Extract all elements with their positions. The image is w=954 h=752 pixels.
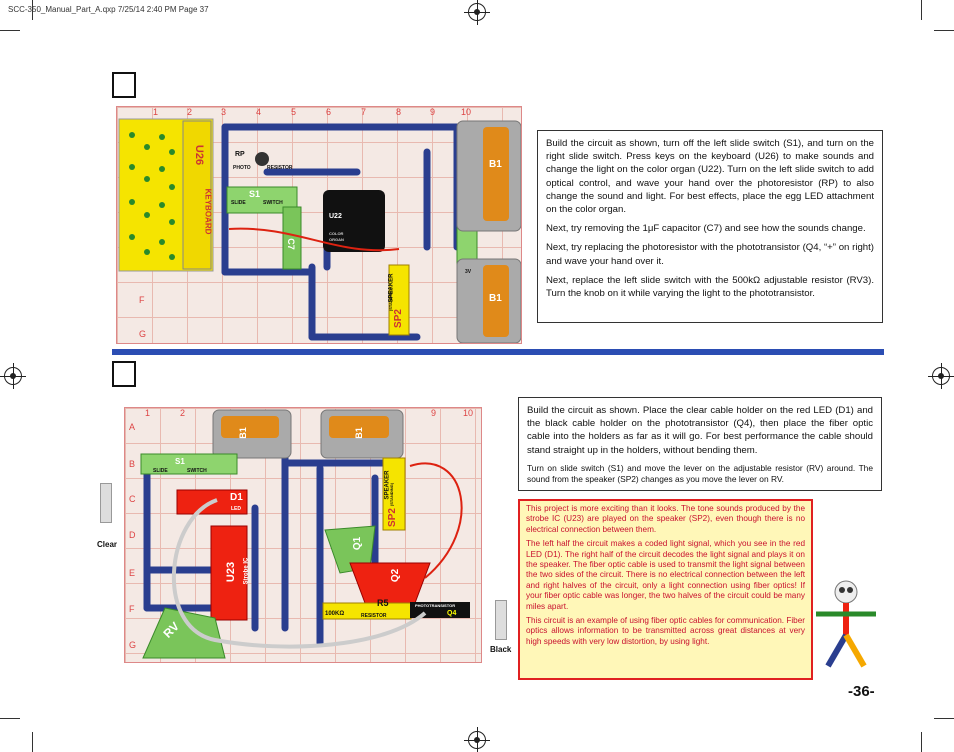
row-label: A	[129, 422, 136, 432]
circuit-board-top: 1 2 3 4 5 6 7 8 9 10 F G	[116, 106, 522, 344]
instructions-bottom: Build the circuit as shown. Place the cl…	[518, 397, 882, 491]
u26-label: U26	[193, 144, 206, 166]
standing-label: (STANDING)	[388, 287, 394, 312]
black-holder-label: Black	[490, 645, 512, 654]
slide-label: SLIDE	[231, 200, 246, 206]
instruction-paragraph: Next, try replacing the photoresistor wi…	[546, 242, 874, 267]
q1-label: Q1	[352, 536, 364, 551]
info-paragraph: The left half the circuit makes a coded …	[526, 539, 805, 611]
crop-mark	[32, 732, 33, 752]
u23-label: U23	[225, 561, 238, 583]
row-label: E	[129, 568, 136, 578]
resistor-label: RESISTOR	[361, 613, 387, 619]
registration-mark-icon	[928, 363, 954, 389]
rp-label: RP	[235, 151, 245, 158]
s1-label: S1	[175, 457, 185, 466]
q2-label: Q2	[390, 568, 402, 583]
section-divider	[112, 349, 884, 355]
circuit-diagram-bottom	[140, 409, 470, 659]
battery-label: B1	[237, 427, 248, 439]
battery-label: B1	[489, 293, 502, 304]
crop-mark	[921, 732, 922, 752]
battery-label: B1	[353, 427, 364, 439]
col-label: 5	[291, 107, 297, 117]
instruction-paragraph: Turn on slide switch (S1) and move the l…	[527, 462, 873, 484]
col-label: 10	[461, 107, 472, 117]
row-label: C	[129, 494, 136, 504]
clear-cable-holder	[100, 483, 112, 523]
info-box: This project is more exciting than it lo…	[518, 499, 813, 680]
circuit-board-bottom: 1 2 9 10 A B C D E F G	[124, 407, 482, 663]
ohm-label: 100KΩ	[325, 611, 345, 617]
registration-mark-icon	[464, 727, 490, 752]
sp2-label: SP2	[392, 309, 404, 328]
s1-label: S1	[249, 189, 261, 199]
col-label: 6	[326, 107, 332, 117]
registration-mark-icon	[464, 0, 490, 25]
row-label: G	[129, 640, 137, 650]
d1-label: D1	[230, 492, 243, 503]
color-label: COLOR	[329, 231, 344, 236]
slide-label: SLIDE	[153, 468, 168, 474]
photo-label: PHOTO	[233, 165, 251, 171]
col-label: 8	[396, 107, 402, 117]
keyboard-label: KEYBOARD	[203, 188, 213, 235]
instructions-top: Build the circuit as shown, turn off the…	[537, 130, 883, 323]
col-label: 4	[256, 107, 262, 117]
instruction-paragraph: Next, try removing the 1μF capacitor (C7…	[546, 223, 866, 235]
registration-mark-icon	[0, 363, 26, 389]
col-label: 2	[187, 107, 193, 117]
circuit-diagram-top	[118, 118, 521, 343]
c7-label: C7	[285, 238, 296, 250]
phototransistor-label: PHOTOTRANSISTOR	[415, 603, 456, 608]
crop-mark	[0, 30, 20, 31]
u22-label: U22	[329, 213, 342, 220]
clear-holder-label: Clear	[97, 540, 118, 549]
col-label: 9	[430, 107, 436, 117]
row-label: D	[129, 530, 136, 540]
led-label: LED	[231, 506, 241, 512]
battery-label: B1	[489, 159, 502, 170]
instruction-paragraph: Build the circuit as shown, turn off the…	[546, 138, 874, 216]
switch-label: SWITCH	[187, 468, 207, 474]
col-label: 2	[180, 408, 186, 418]
organ-label: ORGAN	[329, 237, 344, 242]
info-paragraph: This project is more exciting than it lo…	[526, 504, 805, 534]
crop-mark	[32, 0, 33, 20]
page-number: -36-	[848, 683, 875, 700]
col-label: 9	[431, 408, 437, 418]
col-label: 1	[145, 408, 151, 418]
col-label: 1	[153, 107, 159, 117]
row-label: F	[129, 604, 135, 614]
instruction-paragraph: Build the circuit as shown. Place the cl…	[527, 405, 873, 456]
file-info-header: SCC-350_Manual_Part_A.qxp 7/25/14 2:40 P…	[8, 5, 209, 14]
crop-mark	[0, 718, 20, 719]
voltage-label: 3V	[465, 269, 472, 275]
crop-mark	[921, 0, 922, 20]
strobe-label: Strobe IC	[243, 557, 250, 585]
resistor-label: RESISTOR	[267, 165, 293, 171]
col-label: 10	[463, 408, 474, 418]
sp2-label: SP2	[386, 508, 398, 527]
project-number-box	[112, 361, 136, 387]
col-label: 7	[361, 107, 367, 117]
q4-label: Q4	[447, 610, 457, 617]
info-paragraph: This circuit is an example of using fibe…	[526, 616, 805, 646]
switch-label: SWITCH	[263, 200, 283, 206]
r5-label: R5	[377, 598, 389, 608]
crop-mark	[934, 718, 954, 719]
row-label: B	[129, 459, 136, 469]
project-number-box	[112, 72, 136, 98]
black-cable-holder	[495, 600, 507, 640]
mascot-icon	[816, 580, 876, 668]
instruction-paragraph: Next, replace the left slide switch with…	[546, 274, 874, 300]
crop-mark	[934, 30, 954, 31]
col-label: 3	[221, 107, 227, 117]
row-label: F	[139, 295, 145, 305]
standing-label: (STANDING)	[389, 482, 395, 507]
row-label: G	[139, 329, 147, 339]
